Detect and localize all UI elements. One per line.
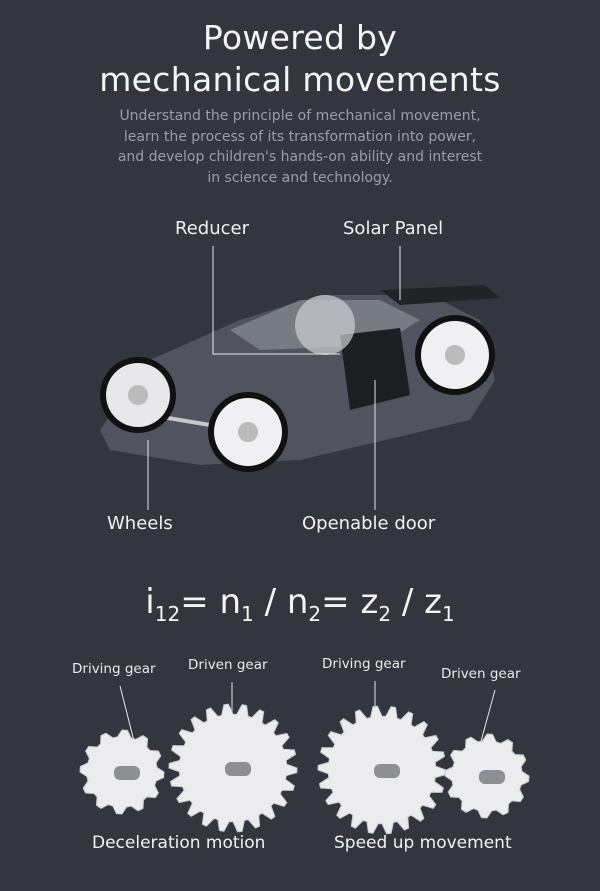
subtitle-line: learn the process of its transformation … (123, 128, 477, 145)
label-driving-gear-left: Driving gear (72, 661, 156, 677)
title-line-1: Powered by (202, 18, 398, 57)
openable-door (340, 328, 410, 410)
label-openable-door: Openable door (302, 513, 436, 534)
wheel-front-right (415, 315, 495, 395)
label-driven-gear-left: Driven gear (188, 657, 268, 673)
wheel-rear-left (100, 357, 176, 433)
caption-deceleration: Deceleration motion (92, 833, 266, 853)
driven-gear-right (444, 733, 530, 819)
label-driven-gear-right: Driven gear (441, 666, 521, 682)
label-solar-panel: Solar Panel (343, 218, 444, 239)
driving-gear-right (317, 705, 447, 835)
subtitle-line: and develop children's hands-on ability … (117, 149, 483, 165)
label-wheels: Wheels (107, 513, 173, 534)
car-body (100, 285, 500, 465)
label-reducer: Reducer (175, 218, 249, 239)
title-line-2: mechanical movements (99, 60, 501, 99)
gear-ratio-formula: i12= n1 / n2= z2 / z1 (145, 582, 455, 626)
driven-gear-left (168, 703, 298, 833)
driving-gear-left (79, 729, 165, 815)
wheel-front-left (208, 392, 288, 472)
subtitle-line: Understand the principle of mechanical m… (119, 108, 481, 124)
label-driving-gear-right: Driving gear (322, 656, 406, 672)
wheel-rear-right (295, 295, 355, 355)
caption-speed-up: Speed up movement (334, 833, 512, 853)
subtitle: Understand the principle of mechanical m… (0, 106, 600, 188)
solar-panel (380, 285, 500, 305)
subtitle-line: in science and technology. (207, 169, 393, 186)
